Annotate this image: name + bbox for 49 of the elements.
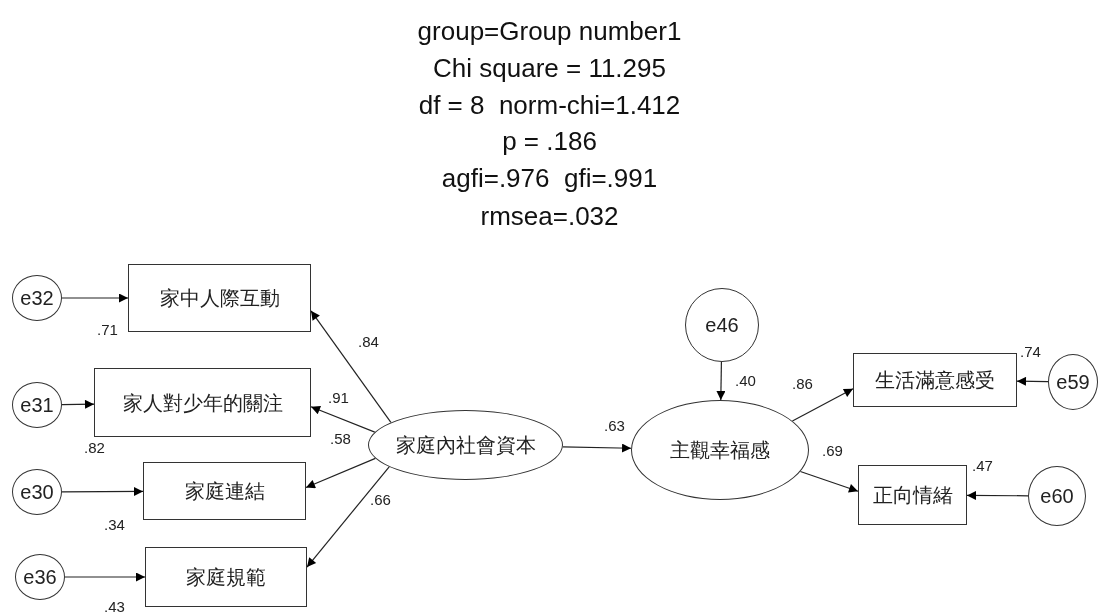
edge-label: .58	[330, 431, 351, 447]
error-term-circle: e30	[12, 469, 62, 515]
arrow	[562, 443, 632, 453]
observed-variable-box: 家人對少年的關注	[94, 368, 311, 437]
arrow	[61, 487, 144, 496]
fit-statistic: Chi square = 11.295	[432, 53, 667, 83]
r-squared-value: .40	[735, 373, 756, 389]
arrow	[310, 310, 392, 424]
edge-label: .63	[604, 418, 625, 434]
r-squared-value: .71	[97, 322, 118, 338]
fit-statistic: group=Group number1	[416, 16, 683, 46]
error-term-circle: e60	[1028, 466, 1086, 526]
edge-label: .84	[358, 334, 379, 350]
arrow	[791, 388, 854, 422]
observed-variable-box: 生活滿意感受	[853, 353, 1017, 407]
r-squared-value: .82	[84, 440, 105, 456]
error-term-circle: e32	[12, 275, 62, 321]
latent-variable-ellipse: 家庭內社會資本	[368, 410, 563, 480]
observed-variable-box: 家中人際互動	[128, 264, 311, 332]
arrow	[64, 572, 146, 582]
arrow	[305, 457, 376, 489]
error-term-circle: e46	[685, 288, 759, 362]
fit-statistic: df = 8 norm-chi=1.412	[417, 90, 682, 120]
fit-statistic: rmsea=.032	[479, 201, 620, 231]
r-squared-value: .43	[104, 599, 125, 615]
arrow	[61, 399, 95, 409]
arrow	[310, 405, 376, 433]
r-squared-value: .74	[1020, 344, 1041, 360]
edge-label: .91	[328, 390, 349, 406]
arrow	[1016, 376, 1049, 386]
error-term-circle: e31	[12, 382, 62, 428]
observed-variable-box: 家庭連結	[143, 462, 306, 520]
fit-statistic: agfi=.976 gfi=.991	[440, 163, 659, 193]
arrow	[61, 293, 129, 303]
arrow	[966, 490, 1029, 500]
edge-label: .69	[822, 443, 843, 459]
observed-variable-box: 家庭規範	[145, 547, 307, 607]
arrow	[799, 470, 859, 493]
observed-variable-box: 正向情緒	[858, 465, 967, 525]
fit-statistic: p = .186	[501, 126, 598, 156]
r-squared-value: .34	[104, 517, 125, 533]
error-term-circle: e59	[1048, 354, 1098, 410]
edge-label: .86	[792, 376, 813, 392]
edge-label: .66	[370, 492, 391, 508]
latent-variable-ellipse: 主觀幸福感	[631, 400, 809, 500]
arrow	[716, 361, 726, 401]
r-squared-value: .47	[972, 458, 993, 474]
arrow	[306, 466, 390, 568]
error-term-circle: e36	[15, 554, 65, 600]
